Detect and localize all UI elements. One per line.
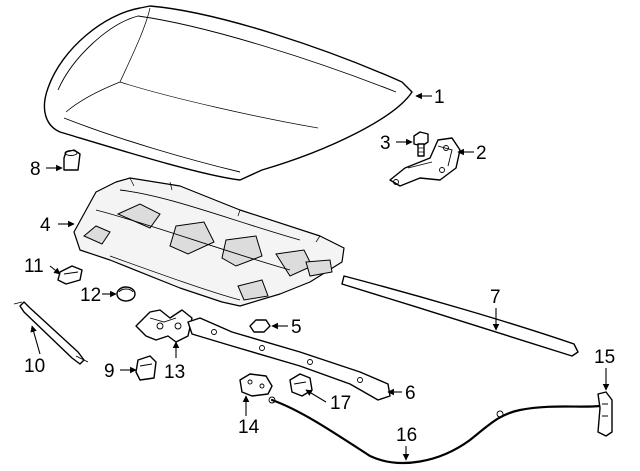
hood-hinge[interactable]	[389, 137, 461, 187]
callout-12: 12	[80, 285, 101, 306]
callout-5: 5	[291, 317, 302, 338]
callout-6: 6	[405, 383, 416, 404]
callout-10: 10	[24, 356, 45, 377]
callout-17: 17	[330, 393, 351, 414]
callout-16: 16	[396, 425, 417, 446]
insulator-clip[interactable]	[57, 265, 83, 285]
callout-2: 2	[476, 143, 487, 164]
hood-prop-rod[interactable]	[13, 301, 89, 365]
release-lever[interactable]	[597, 391, 613, 437]
hood-latch[interactable]	[239, 373, 273, 397]
callout-3: 3	[380, 133, 391, 154]
callout-4: 4	[40, 215, 51, 236]
callout-1: 1	[434, 87, 445, 108]
bumper-stop[interactable]	[63, 149, 81, 171]
grommet[interactable]	[116, 286, 136, 302]
hood-panel[interactable]	[43, 5, 413, 181]
callout-13: 13	[164, 362, 185, 383]
callout-numbers: 1 2 3 4 5 6 7 8 9 10 11 12 13 14 15 16 1…	[24, 87, 615, 446]
support-brace[interactable]	[187, 317, 391, 401]
push-pin[interactable]	[249, 319, 271, 333]
callout-14: 14	[238, 417, 260, 438]
hinge-bolt[interactable]	[413, 131, 429, 157]
release-cable[interactable]	[268, 396, 602, 465]
callout-11: 11	[24, 256, 44, 277]
callout-8: 8	[30, 159, 41, 180]
callout-leaders	[30, 92, 610, 461]
bushing[interactable]	[135, 355, 157, 381]
hood-insulator[interactable]	[73, 177, 345, 307]
latch-bracket[interactable]	[135, 309, 193, 343]
callout-7: 7	[490, 287, 501, 308]
release-handle[interactable]	[289, 373, 313, 397]
callout-15: 15	[594, 347, 615, 368]
callout-9: 9	[104, 361, 115, 382]
weatherstrip-seal[interactable]	[341, 275, 579, 357]
